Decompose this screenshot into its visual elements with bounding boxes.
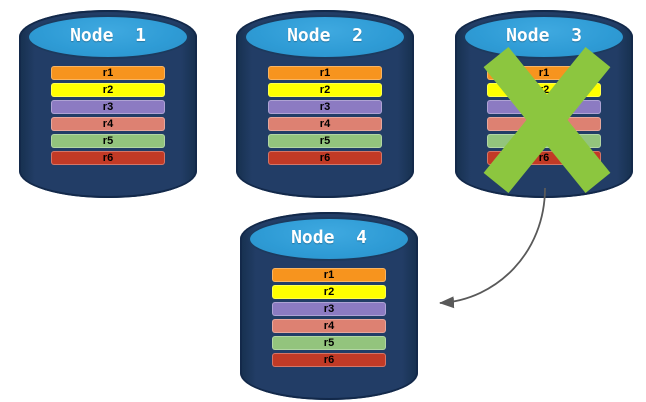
- replica-row: r5: [268, 134, 382, 148]
- replica-row: r1: [51, 66, 165, 80]
- replica-row: r6: [51, 151, 165, 165]
- replica-row: r6: [268, 151, 382, 165]
- node-3: Node 3 r1 r2 r3 r4 r5 r6: [455, 10, 633, 200]
- replica-rows: r1 r2 r3 r4 r5 r6: [51, 66, 165, 168]
- replica-row: r3: [268, 100, 382, 114]
- replica-rows: r1 r2 r3 r4 r5 r6: [272, 268, 386, 370]
- replica-row: r5: [51, 134, 165, 148]
- replica-row: r2: [51, 83, 165, 97]
- replica-row: r4: [272, 319, 386, 333]
- replica-rows: r1 r2 r3 r4 r5 r6: [268, 66, 382, 168]
- failure-x-icon: [483, 46, 611, 194]
- replica-row: r3: [272, 302, 386, 316]
- replica-row: r4: [51, 117, 165, 131]
- node-title: Node 3: [506, 25, 582, 46]
- replica-row: r4: [268, 117, 382, 131]
- node-title: Node 4: [291, 227, 367, 248]
- cylinder-top: [27, 15, 189, 59]
- node-1: Node 1 r1 r2 r3 r4 r5 r6: [19, 10, 197, 200]
- node-title: Node 2: [287, 25, 363, 46]
- replica-row: r6: [272, 353, 386, 367]
- node-title: Node 1: [70, 25, 146, 46]
- node-4: Node 4 r1 r2 r3 r4 r5 r6: [240, 212, 418, 402]
- cylinder-top: [244, 15, 406, 59]
- node-2: Node 2 r1 r2 r3 r4 r5 r6: [236, 10, 414, 200]
- cylinder-top: [248, 217, 410, 261]
- replica-row: r2: [272, 285, 386, 299]
- replica-row: r3: [51, 100, 165, 114]
- replica-row: r5: [272, 336, 386, 350]
- replica-row: r2: [268, 83, 382, 97]
- replica-row: r1: [268, 66, 382, 80]
- replica-row: r1: [272, 268, 386, 282]
- cylinder-top: [463, 15, 625, 59]
